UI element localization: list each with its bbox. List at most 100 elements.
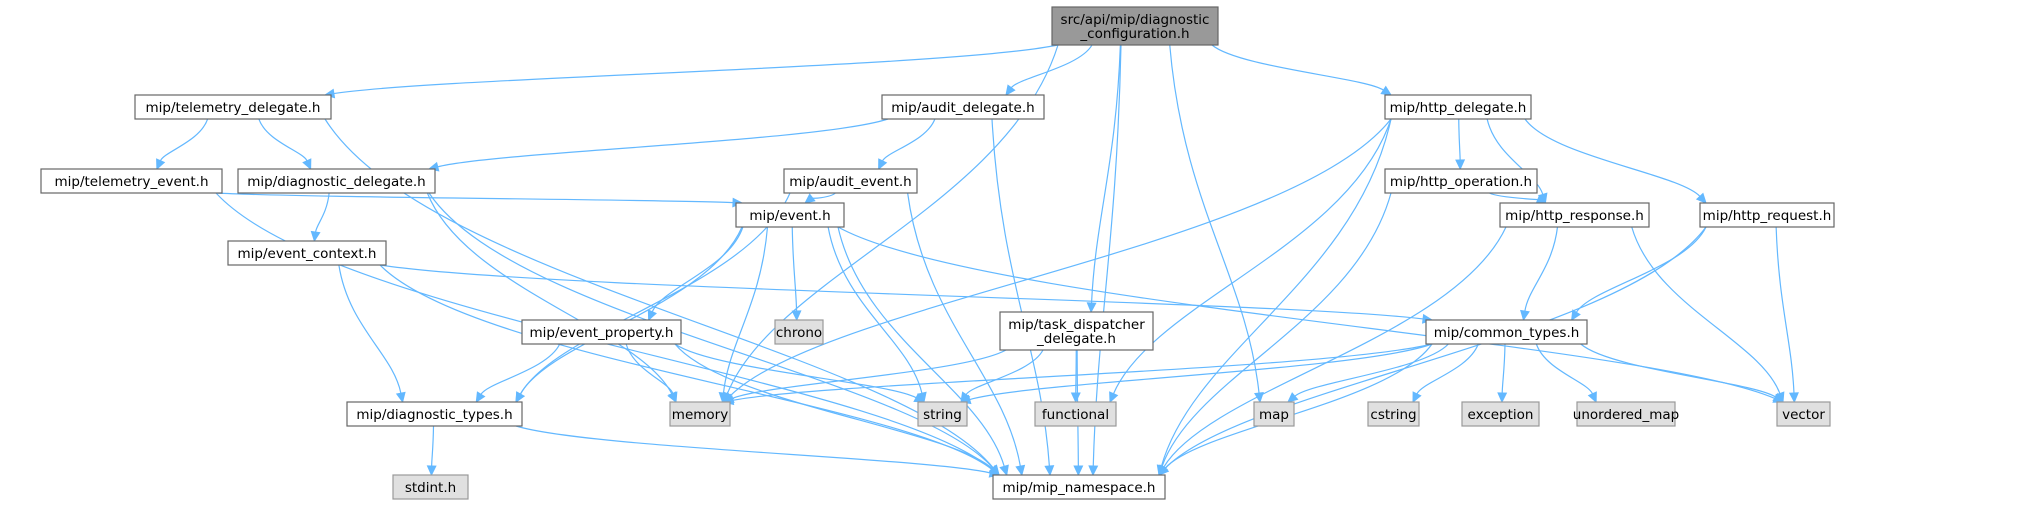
node-label-diagnostic_delegate-0: mip/diagnostic_delegate.h bbox=[247, 174, 425, 190]
arrowhead-event-to-memory bbox=[718, 392, 729, 404]
node-label-http_operation-0: mip/http_operation.h bbox=[1390, 174, 1532, 190]
node-box-diagnostic_delegate bbox=[237, 168, 436, 194]
node-event_property[interactable]: mip/event_property.h bbox=[521, 319, 682, 345]
arrowhead-event_property-to-diagnostic_types bbox=[475, 391, 486, 404]
node-label-unordered_map-0: unordered_map bbox=[1573, 407, 1679, 423]
edge-common_types-to-vector bbox=[1580, 343, 1776, 398]
edge-root-to-telemetry_delegate bbox=[333, 44, 1059, 95]
node-label-telemetry_event-0: mip/telemetry_event.h bbox=[54, 174, 208, 190]
node-label-diagnostic_types-0: mip/diagnostic_types.h bbox=[356, 407, 512, 423]
node-diagnostic_types[interactable]: mip/diagnostic_types.h bbox=[346, 401, 523, 427]
edge-event_property-to-memory bbox=[625, 343, 674, 394]
node-box-diagnostic_types bbox=[346, 401, 523, 427]
edge-event-to-chrono bbox=[791, 226, 798, 312]
node-label-functional-0: functional bbox=[1042, 407, 1109, 423]
edge-event_property-to-diagnostic_types bbox=[480, 343, 561, 395]
node-event_context[interactable]: mip/event_context.h bbox=[227, 240, 387, 266]
node-label-common_types-0: mip/common_types.h bbox=[1434, 325, 1580, 341]
node-box-audit_event bbox=[783, 168, 918, 194]
arrowhead-audit_event-to-mip_namespace bbox=[1015, 464, 1026, 477]
node-stdint: stdint.h bbox=[392, 474, 469, 500]
node-mip_namespace[interactable]: mip/mip_namespace.h bbox=[992, 474, 1166, 500]
node-box-http_response bbox=[1499, 202, 1650, 228]
edge-http_response-to-common_types bbox=[1524, 226, 1559, 312]
node-label-root-1: _configuration.h bbox=[1079, 26, 1189, 42]
node-label-task_dispatcher-1: _delegate.h bbox=[1036, 331, 1116, 347]
arrowhead-root-to-http_delegate bbox=[1380, 85, 1392, 96]
nodes-layer: src/api/mip/diagnostic_configuration.hmi… bbox=[40, 6, 1835, 500]
edge-telemetry_delegate-to-telemetry_event bbox=[159, 118, 209, 162]
node-box-mip_namespace bbox=[992, 474, 1166, 500]
node-label-telemetry_delegate-0: mip/telemetry_delegate.h bbox=[146, 100, 321, 116]
edge-diagnostic_delegate-to-mip_namespace bbox=[428, 192, 994, 469]
node-box-exception bbox=[1461, 401, 1540, 427]
edge-audit_delegate-to-audit_event bbox=[881, 118, 936, 162]
edge-root-to-task_dispatcher bbox=[1090, 44, 1121, 304]
node-box-http_operation bbox=[1384, 168, 1538, 194]
node-common_types[interactable]: mip/common_types.h bbox=[1425, 319, 1588, 345]
node-box-stdint bbox=[392, 474, 469, 500]
node-diagnostic_delegate[interactable]: mip/diagnostic_delegate.h bbox=[237, 168, 436, 194]
arrowhead-common_types-to-cstring bbox=[1412, 391, 1422, 404]
node-box-http_request bbox=[1699, 202, 1835, 228]
edge-event_context-to-diagnostic_types bbox=[338, 264, 402, 394]
node-root[interactable]: src/api/mip/diagnostic_configuration.h bbox=[1051, 6, 1219, 46]
node-box-vector bbox=[1776, 401, 1831, 427]
arrowhead-diagnostic_types-to-stdint bbox=[426, 465, 437, 477]
node-box-string bbox=[917, 401, 968, 427]
arrowhead-event-to-chrono bbox=[791, 310, 802, 322]
arrowhead-root-to-mip_namespace bbox=[1088, 465, 1099, 477]
node-telemetry_event[interactable]: mip/telemetry_event.h bbox=[40, 168, 223, 194]
node-chrono: chrono bbox=[774, 319, 824, 345]
edge-root-to-map bbox=[1169, 44, 1260, 394]
arrowhead-common_types-to-exception bbox=[1497, 392, 1508, 404]
node-unordered_map: unordered_map bbox=[1573, 401, 1679, 427]
edge-event-to-mip_namespace bbox=[837, 226, 1005, 467]
edge-http_request-to-vector bbox=[1775, 226, 1795, 394]
edge-diagnostic_delegate-to-event_context bbox=[314, 192, 330, 233]
edge-task_dispatcher-to-memory bbox=[732, 349, 1007, 399]
node-audit_delegate[interactable]: mip/audit_delegate.h bbox=[881, 94, 1045, 120]
edge-audit_delegate-to-diagnostic_delegate bbox=[437, 118, 889, 168]
arrowhead-task_dispatcher-to-functional bbox=[1070, 392, 1081, 404]
node-box-cstring bbox=[1367, 401, 1420, 427]
node-label-cstring-0: cstring bbox=[1370, 407, 1416, 423]
arrowhead-task_dispatcher-to-mip_namespace bbox=[1073, 465, 1084, 477]
edge-root-to-http_delegate bbox=[1211, 44, 1384, 91]
node-http_operation[interactable]: mip/http_operation.h bbox=[1384, 168, 1538, 194]
node-label-task_dispatcher-0: mip/task_dispatcher bbox=[1008, 317, 1145, 333]
node-audit_event[interactable]: mip/audit_event.h bbox=[783, 168, 918, 194]
node-box-memory bbox=[669, 401, 731, 427]
node-box-http_delegate bbox=[1384, 94, 1532, 120]
node-box-chrono bbox=[774, 319, 824, 345]
node-label-audit_delegate-0: mip/audit_delegate.h bbox=[891, 100, 1034, 116]
edge-common_types-to-unordered_map bbox=[1535, 343, 1594, 395]
node-label-root-0: src/api/mip/diagnostic bbox=[1061, 12, 1210, 28]
node-label-mip_namespace-0: mip/mip_namespace.h bbox=[1003, 480, 1156, 496]
node-box-event_context bbox=[227, 240, 387, 266]
node-http_request[interactable]: mip/http_request.h bbox=[1699, 202, 1835, 228]
edge-event-to-memory bbox=[722, 226, 769, 394]
arrowhead-telemetry_delegate-to-telemetry_event bbox=[156, 158, 166, 171]
edge-audit_event-to-event bbox=[811, 192, 836, 199]
edge-http_response-to-mip_namespace bbox=[1163, 226, 1507, 468]
edge-audit_event-to-mip_namespace bbox=[907, 192, 1021, 467]
edge-common_types-to-exception bbox=[1501, 343, 1506, 394]
node-http_delegate[interactable]: mip/http_delegate.h bbox=[1384, 94, 1532, 120]
node-telemetry_delegate[interactable]: mip/telemetry_delegate.h bbox=[134, 94, 332, 120]
node-box-functional bbox=[1034, 401, 1117, 427]
arrowhead-http_delegate-to-functional bbox=[1109, 391, 1119, 404]
node-box-map bbox=[1253, 401, 1295, 427]
arrowhead-audit_delegate-to-mip_namespace bbox=[1044, 465, 1055, 477]
node-task_dispatcher[interactable]: mip/task_dispatcher_delegate.h bbox=[999, 311, 1154, 351]
arrowhead-event-to-mip_namespace bbox=[999, 464, 1009, 477]
edge-event_property-to-string bbox=[674, 343, 917, 399]
node-label-event_property-0: mip/event_property.h bbox=[530, 325, 674, 341]
node-event[interactable]: mip/event.h bbox=[735, 202, 845, 228]
node-http_response[interactable]: mip/http_response.h bbox=[1499, 202, 1650, 228]
node-functional: functional bbox=[1034, 401, 1117, 427]
node-label-event_context-0: mip/event_context.h bbox=[238, 246, 377, 262]
arrowhead-http_request-to-common_types bbox=[1571, 309, 1581, 322]
arrowhead-diagnostic_delegate-to-event_context bbox=[310, 230, 321, 243]
